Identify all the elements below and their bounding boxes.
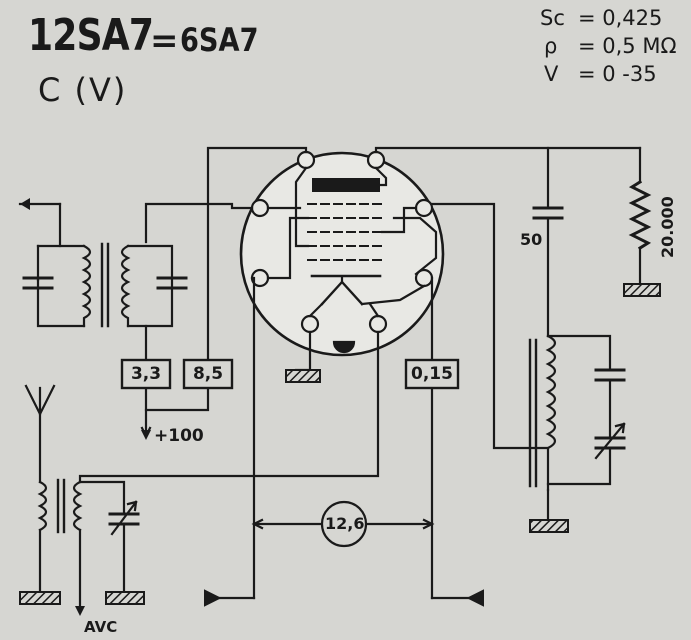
- osc-cap-top: [594, 368, 626, 382]
- label-heater: 12,6: [325, 514, 365, 533]
- osc-coil: [545, 334, 557, 492]
- label-supply: +100: [154, 426, 204, 446]
- antenna: [24, 384, 56, 417]
- label-3-3: 3,3: [130, 364, 162, 384]
- label-resistor: 20.000: [658, 196, 677, 258]
- osc-cap-variable: [594, 422, 626, 460]
- box-8-5: [182, 358, 234, 390]
- output-arrow: [20, 198, 30, 210]
- box-3-3: [120, 358, 172, 390]
- tube-subtitle: C (V): [38, 71, 128, 109]
- osc-cap-50: [532, 206, 564, 220]
- if-coil-right: [120, 244, 131, 328]
- heater-voltage-circle: [320, 500, 368, 548]
- resistor-20000: [628, 179, 652, 251]
- tube-envelope: [239, 151, 445, 357]
- if-cap-left: [22, 276, 54, 290]
- spec-sc-value: = 0,425: [578, 6, 663, 30]
- tube-title: 12SA7: [28, 10, 154, 61]
- box-0-15: [404, 358, 460, 390]
- spec-sc-symbol: Sc: [540, 6, 565, 30]
- ground-tube: [285, 369, 321, 383]
- tube-grids: [307, 203, 383, 261]
- spec-v-value: = 0 -35: [578, 62, 657, 86]
- avc-arrow: [75, 606, 85, 616]
- ground-antenna: [19, 591, 61, 605]
- ground-varcap: [105, 591, 145, 605]
- label-0-15: 0,15: [411, 364, 453, 384]
- if-cap-right: [156, 276, 188, 290]
- spec-rho-symbol: ρ: [544, 34, 558, 58]
- ground-resistor: [623, 283, 661, 297]
- grounds: [19, 283, 661, 605]
- if-coil-left: [81, 244, 92, 328]
- supply-arrow: [141, 430, 151, 440]
- label-8-5: 8,5: [192, 364, 224, 384]
- spec-rho-value: = 0,5 MΩ: [578, 34, 677, 58]
- spec-v-symbol: V: [544, 62, 559, 86]
- ground-osc: [529, 519, 569, 533]
- label-cap-50: 50: [520, 230, 543, 249]
- label-avc: AVC: [84, 618, 118, 636]
- tube-plate: [312, 178, 380, 192]
- equals-sign: =: [150, 21, 179, 61]
- equivalent-tube: 6SA7: [180, 21, 259, 59]
- tube-key: [332, 340, 356, 354]
